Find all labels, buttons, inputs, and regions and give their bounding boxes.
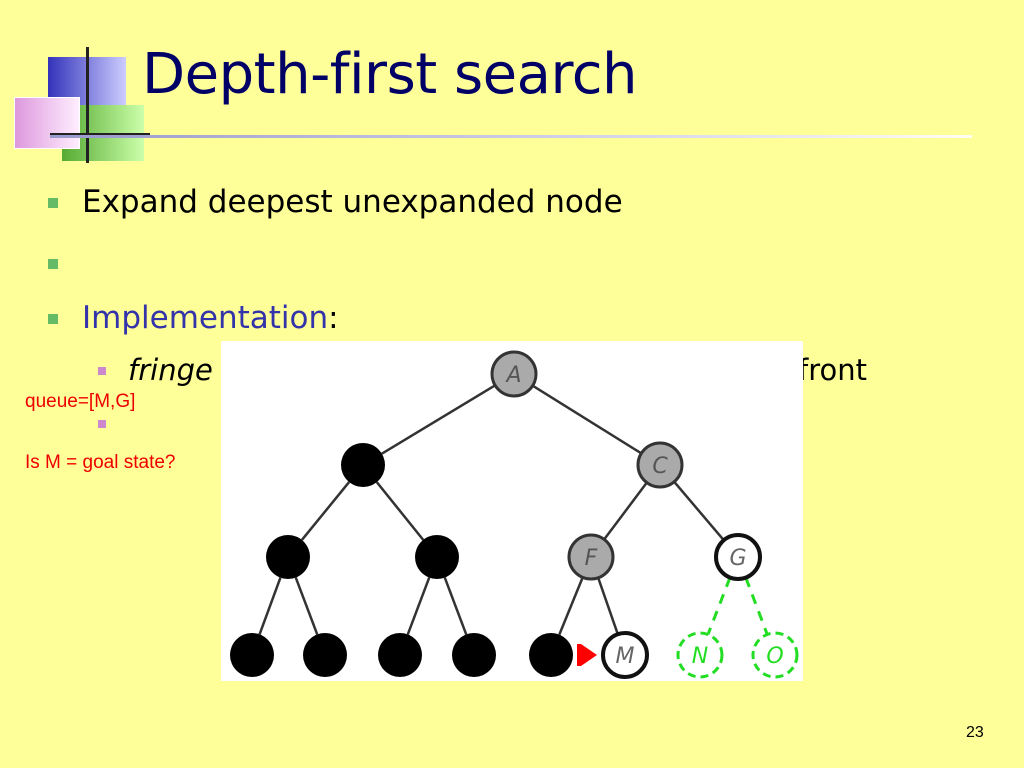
queue-annotation: queue=[M,G]: [25, 391, 136, 412]
sub-bullet-1-tail: front: [798, 353, 867, 387]
tree-edge-B-D: [300, 481, 351, 541]
logo-vertical-line: [86, 47, 89, 163]
tree-node-circle-B: [341, 443, 385, 487]
tree-edge-C-G: [673, 480, 725, 542]
tree-node-I: [303, 633, 347, 677]
tree-node-C: C: [636, 441, 684, 489]
tree-node-label-C: C: [652, 454, 668, 479]
tree-edge-D-I: [294, 577, 319, 635]
tree-node-E: [415, 535, 459, 579]
tree-node-G: G: [714, 533, 762, 581]
tree-edge-G-N: [706, 576, 732, 636]
tree-edge-E-K: [443, 577, 468, 635]
tree-node-J: [378, 633, 422, 677]
tree-node-L: [529, 633, 573, 677]
tree-edge-A-B: [381, 384, 496, 455]
tree-node-N: N: [676, 631, 724, 679]
tree-node-O: O: [751, 631, 799, 679]
tree-node-circle-H: [230, 633, 274, 677]
tree-node-label-A: A: [504, 363, 521, 388]
tree-node-circle-O: [751, 631, 799, 679]
tree-node-M: M: [601, 631, 649, 679]
tree-node-circle-K: [452, 633, 496, 677]
tree-node-circle-E: [415, 535, 459, 579]
fringe-word: fringe: [128, 353, 213, 387]
tree-node-circle-A: [490, 350, 538, 398]
tree-node-circle-M: [601, 631, 649, 679]
title-underline: [50, 135, 972, 138]
bullet-1-text: Expand deepest unexpanded node: [82, 184, 623, 220]
bullet-3-marker: [48, 314, 58, 324]
tree-node-circle-G: [714, 533, 762, 581]
sub-bullet-1-marker: [98, 367, 106, 375]
tree-node-circle-N: [676, 631, 724, 679]
tree-node-B: [341, 443, 385, 487]
tree-node-D: [266, 535, 310, 579]
sub-bullet-2-marker: [98, 420, 106, 428]
implementation-colon: :: [328, 300, 339, 336]
tree-node-circle-I: [303, 633, 347, 677]
tree-node-K: [452, 633, 496, 677]
tree-edge-A-C: [532, 384, 642, 455]
tree-node-label-F: F: [585, 546, 598, 571]
bullet-1-marker: [48, 198, 58, 208]
logo-horizontal-line: [50, 133, 150, 136]
tree-node-F: F: [567, 533, 615, 581]
tree-node-H: [230, 633, 274, 677]
tree-edge-B-E: [375, 481, 425, 541]
bullet-3-content: Implementation:: [82, 300, 339, 336]
current-node-pointer-icon: [581, 644, 597, 666]
current-node-pointer-bar: [577, 644, 581, 666]
tree-node-label-M: M: [616, 644, 635, 669]
bullet-2-marker: [48, 259, 58, 269]
tree-node-circle-D: [266, 535, 310, 579]
tree-edge-F-L: [558, 576, 584, 636]
tree-node-label-G: G: [729, 546, 746, 571]
search-tree-diagram: A C F G M N O: [221, 341, 803, 681]
tree-edge-E-J: [406, 577, 431, 635]
tree-node-circle-C: [636, 441, 684, 489]
page-number: 23: [966, 724, 984, 741]
tree-node-A: A: [490, 350, 538, 398]
implementation-label: Implementation: [82, 300, 329, 336]
goal-state-annotation: Is M = goal state?: [25, 452, 176, 473]
tree-edge-D-H: [258, 577, 282, 635]
slide-logo: [10, 45, 150, 165]
search-tree-svg: A C F G M N O: [230, 350, 799, 679]
tree-node-label-N: N: [692, 644, 708, 669]
tree-node-circle-L: [529, 633, 573, 677]
tree-edge-F-M: [597, 577, 619, 635]
tree-edge-C-F: [603, 481, 648, 541]
tree-edge-G-O: [744, 577, 769, 635]
tree-node-label-O: O: [766, 644, 783, 669]
tree-node-circle-J: [378, 633, 422, 677]
logo-pink-square: [14, 97, 80, 149]
tree-node-circle-F: [567, 533, 615, 581]
slide-title: Depth-first search: [142, 42, 638, 107]
